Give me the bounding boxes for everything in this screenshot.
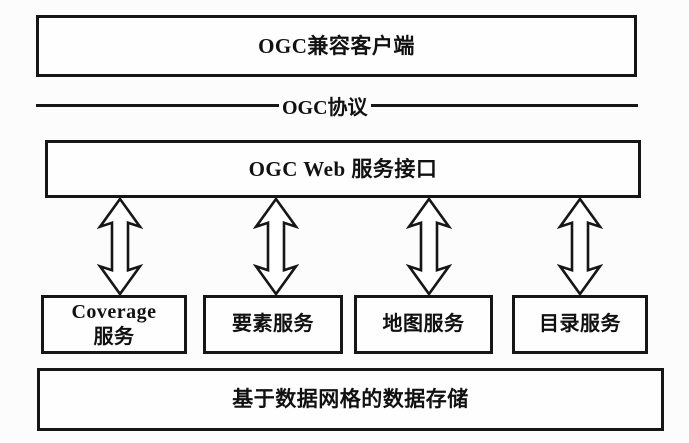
double-arrow-icon: [97, 197, 143, 296]
service-box-map-label: 地图服务: [382, 313, 465, 335]
interface-box: OGC Web 服务接口: [45, 140, 641, 198]
protocol-divider: OGC协议: [36, 92, 638, 119]
double-arrow-icon: [406, 197, 452, 296]
storage-box: 基于数据网格的数据存储: [37, 368, 664, 431]
double-arrow-icon: [557, 197, 603, 296]
service-box-feature-label: 要素服务: [232, 313, 314, 335]
protocol-divider-line-right: [370, 103, 638, 107]
service-box-coverage-label: Coverage 服务: [71, 300, 157, 348]
service-box-coverage: Coverage 服务: [41, 295, 187, 354]
service-box-feature: 要素服务: [203, 295, 343, 354]
client-box-label: OGC兼容客户端: [258, 33, 415, 58]
protocol-divider-line-left: [36, 103, 279, 107]
storage-box-label: 基于数据网格的数据存储: [232, 387, 469, 412]
service-box-catalog: 目录服务: [512, 295, 648, 354]
double-arrow-icon: [253, 197, 299, 296]
interface-box-label: OGC Web 服务接口: [248, 156, 438, 181]
client-box: OGC兼容客户端: [36, 15, 637, 77]
service-box-map: 地图服务: [354, 295, 493, 354]
service-box-catalog-label: 目录服务: [539, 313, 621, 335]
protocol-divider-label: OGC协议: [282, 96, 368, 119]
